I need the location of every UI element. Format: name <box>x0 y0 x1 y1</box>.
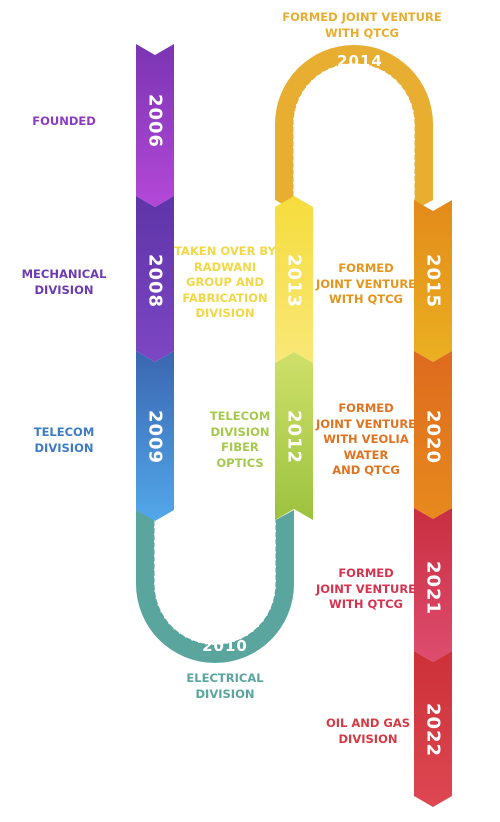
year-2020: 2020 <box>423 410 444 464</box>
year-2014: 2014 <box>337 52 383 70</box>
segment-2009 <box>136 351 174 521</box>
label-2006: FOUNDED <box>32 114 96 128</box>
segment-2006 <box>136 44 174 207</box>
year-2009: 2009 <box>145 410 166 464</box>
year-2012: 2012 <box>284 410 305 464</box>
year-2006: 2006 <box>145 94 166 148</box>
year-2022: 2022 <box>423 703 444 757</box>
year-2013: 2013 <box>284 254 305 308</box>
connector-2014-dots <box>292 62 416 207</box>
year-2010: 2010 <box>202 637 248 655</box>
segment-2020 <box>414 351 452 519</box>
connector-2010 <box>136 510 294 663</box>
year-2008: 2008 <box>145 254 166 308</box>
connector-2014 <box>275 45 433 210</box>
year-2021: 2021 <box>423 561 444 615</box>
year-2015: 2015 <box>423 254 444 308</box>
segment-2022 <box>414 651 452 807</box>
connector-2010-dots <box>153 518 277 646</box>
segment-2012 <box>275 352 313 520</box>
segment-2021 <box>414 508 452 662</box>
segment-2013 <box>275 196 313 363</box>
segment-2008 <box>136 196 174 362</box>
segment-2015 <box>414 200 452 362</box>
